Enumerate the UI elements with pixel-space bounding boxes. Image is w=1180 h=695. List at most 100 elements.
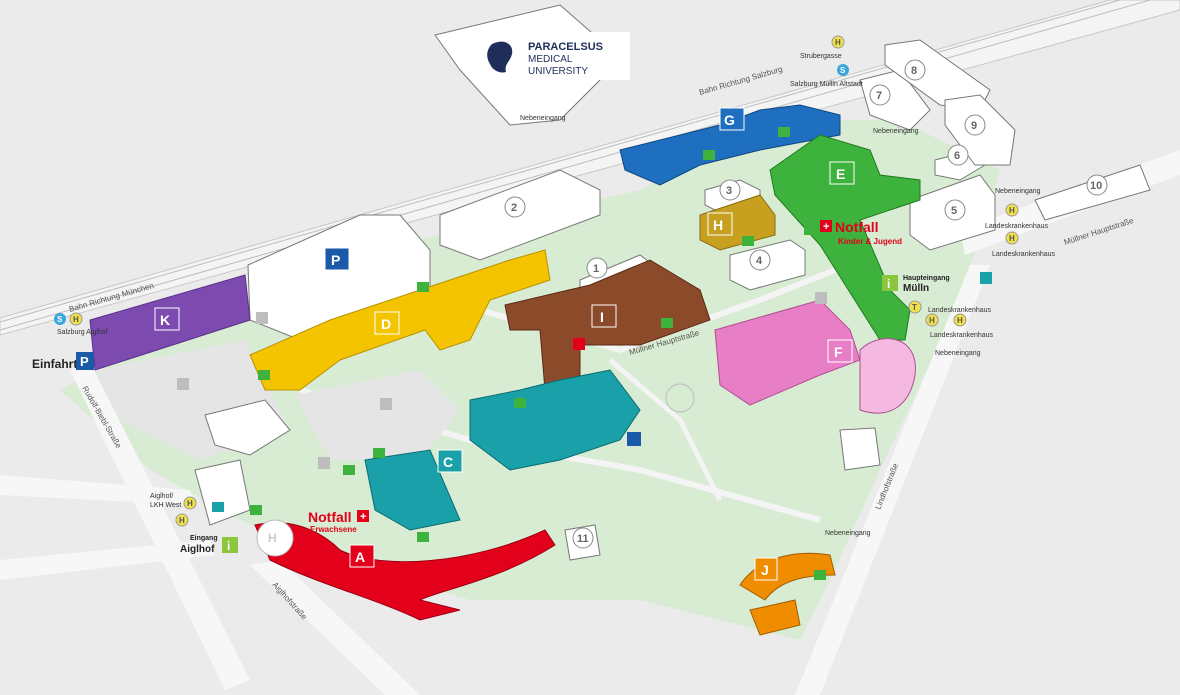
parking-signs <box>177 292 827 469</box>
info-icon[interactable] <box>882 275 898 291</box>
street-bahn-salzburg: Bahn Richtung Salzburg <box>698 64 783 96</box>
defibrillator-icon[interactable] <box>742 236 754 246</box>
building-D[interactable] <box>249 249 551 391</box>
red-cross-icon: + <box>360 511 366 523</box>
defibrillator-icon[interactable] <box>703 150 715 160</box>
defibrillator-icon[interactable] <box>814 570 826 580</box>
building-C[interactable] <box>469 369 641 471</box>
building-G[interactable] <box>619 104 841 186</box>
eingang-label: Eingang <box>190 535 218 542</box>
defibrillator-icon[interactable] <box>373 448 385 458</box>
bus-stop-icon: H <box>73 315 79 324</box>
building-west-2[interactable] <box>204 399 291 456</box>
info-icon[interactable] <box>222 537 238 553</box>
building-H[interactable] <box>699 194 776 251</box>
bus-stop-icon: H <box>1009 206 1015 215</box>
number-6[interactable]: 6 <box>954 150 960 162</box>
badge-G[interactable]: G <box>724 112 735 128</box>
building-east[interactable] <box>839 427 881 471</box>
parking-sign-icon[interactable] <box>318 457 330 469</box>
badge-K[interactable]: K <box>160 312 170 328</box>
badge-A[interactable]: A <box>355 549 365 565</box>
einfahrt-label: Einfahrt <box>32 357 77 371</box>
red-cross-icon: + <box>823 221 829 233</box>
badge-E[interactable]: E <box>836 166 845 182</box>
number-10[interactable]: 10 <box>1090 180 1102 192</box>
defibrillator-icon[interactable] <box>417 282 429 292</box>
defibrillator-icon[interactable] <box>514 398 526 408</box>
number-9[interactable]: 9 <box>971 120 977 132</box>
parking-sign-icon[interactable] <box>815 292 827 304</box>
road-bottom <box>0 475 195 505</box>
logo-line-3: UNIVERSITY <box>528 66 588 77</box>
photo-icon <box>177 378 189 390</box>
building-C-west[interactable] <box>364 449 461 531</box>
stop-salzburg-muelln[interactable]: S Salzburg Müllln Altstadt <box>790 64 863 88</box>
letter-badges: K D I G E H F C A J P <box>154 107 855 581</box>
number-8[interactable]: 8 <box>911 65 917 77</box>
defibrillator-icon[interactable] <box>804 225 816 235</box>
badge-D[interactable]: D <box>381 316 391 332</box>
defibrillator-icon[interactable] <box>250 505 262 515</box>
erwachsene-label: Erwachsene <box>310 525 357 534</box>
stop-label: Landeskrankenhaus <box>985 223 1049 230</box>
stop-label: Salzburg Aiglhof <box>57 329 108 336</box>
road-bottom-left <box>0 540 215 580</box>
stop-salzburg-aiglhof[interactable]: S H Salzburg Aiglhof <box>54 312 108 336</box>
badge-J[interactable]: J <box>761 562 769 578</box>
building-F[interactable] <box>714 299 861 406</box>
number-11[interactable]: 11 <box>577 533 589 545</box>
badge-H[interactable]: H <box>713 217 723 233</box>
parking-letter-icon: P <box>80 354 89 369</box>
kinder-jugend-label: Kinder & Jugend <box>838 237 902 246</box>
road-rudolf-biebl <box>70 362 250 690</box>
bus-station-icon <box>212 502 224 512</box>
stop-label: Landeskrankenhaus <box>992 251 1056 258</box>
defibrillator-icons <box>250 127 861 580</box>
badge-I[interactable]: I <box>600 309 604 325</box>
parking-sign-icon[interactable] <box>256 312 268 324</box>
building-J-lower[interactable] <box>749 599 801 636</box>
bus-stop-icon: H <box>957 316 963 325</box>
number-1[interactable]: 1 <box>593 263 599 275</box>
nebeneingang-label: Nebeneingang <box>995 188 1041 195</box>
number-7[interactable]: 7 <box>876 90 882 102</box>
wheelchair-icon[interactable] <box>627 432 641 446</box>
defibrillator-icon[interactable] <box>661 318 673 328</box>
bus-stop-icon: H <box>1009 234 1015 243</box>
campus-path <box>608 358 723 502</box>
badge-C[interactable]: C <box>443 454 453 470</box>
defibrillator-icon[interactable] <box>343 465 355 475</box>
badge-F[interactable]: F <box>834 344 843 360</box>
stop-aiglhof-lkh-west[interactable]: Aiglhof/ LKH West H H <box>150 493 197 527</box>
notfall-erwachsene[interactable]: Notfall + Erwachsene <box>308 509 369 534</box>
notfall-erw-label: Notfall <box>308 509 352 525</box>
number-5[interactable]: 5 <box>951 205 957 217</box>
defibrillator-icon[interactable] <box>258 370 270 380</box>
logo-line-1: PARACELSUS <box>528 41 603 53</box>
building-A[interactable] <box>254 522 556 621</box>
helipad-letter-icon: H <box>268 531 277 545</box>
notfall-kinder[interactable]: + Notfall Kinder & Jugend <box>820 219 902 246</box>
nebeneingang-label: Nebeneingang <box>873 128 919 135</box>
logo-line-2: MEDICAL <box>528 54 573 65</box>
defibrillator-icon[interactable] <box>849 272 861 282</box>
emergency-ambulance-icon[interactable] <box>573 338 585 350</box>
building-F-round[interactable] <box>859 338 916 414</box>
number-4[interactable]: 4 <box>756 255 763 267</box>
stop-label: Strubergasse <box>800 53 842 60</box>
stop-label: Aiglhof/ <box>150 493 173 500</box>
parking-icon[interactable] <box>76 352 94 370</box>
badge-parking-garage[interactable]: P <box>331 252 340 268</box>
number-badges: 2 1 3 4 5 6 7 8 9 10 11 <box>504 59 1108 549</box>
bus-stop-icon: H <box>929 316 935 325</box>
defibrillator-icon[interactable] <box>778 127 790 137</box>
stop-strubergasse[interactable]: H Strubergasse <box>800 35 845 60</box>
number-2[interactable]: 2 <box>511 202 517 214</box>
defibrillator-icon[interactable] <box>417 532 429 542</box>
bus-stop-icon: H <box>187 499 193 508</box>
bus-stop-icon: H <box>179 516 185 525</box>
stop-label: LKH West <box>150 502 181 509</box>
stop-landeskrankenhaus[interactable]: H Landeskrankenhaus H Landeskrankenhaus … <box>908 203 1056 339</box>
number-3[interactable]: 3 <box>726 185 732 197</box>
